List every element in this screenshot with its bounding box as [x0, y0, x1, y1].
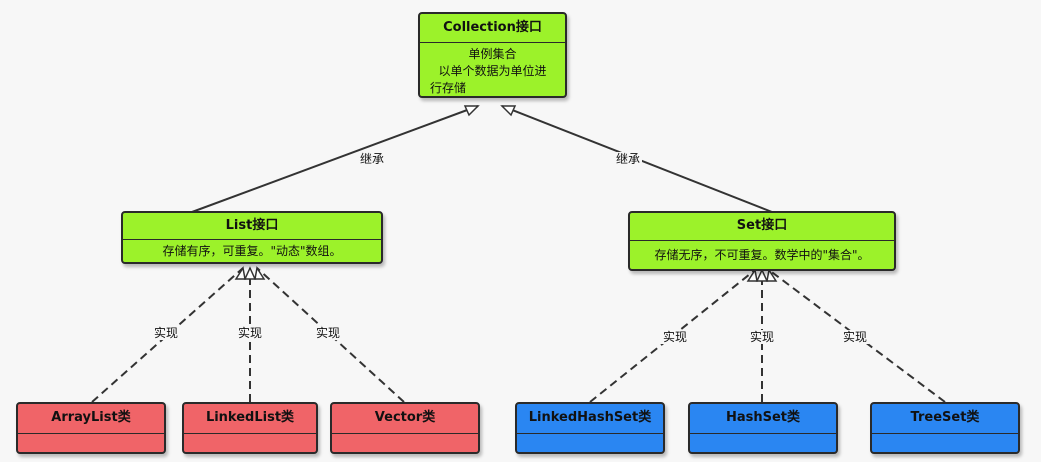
linkedlist-class-box: LinkedList类 [182, 402, 318, 454]
impl-arrowhead-hashset [755, 268, 769, 282]
collection-interface-desc: 单例集合 以单个数据为单位进 行存储 [420, 43, 565, 96]
treeset-class-title: TreeSet类 [872, 404, 1018, 434]
list-interface-box: List接口 存储有序，可重复。"动态"数组。 [121, 211, 383, 264]
inherit-line-list [191, 105, 479, 213]
impl-arrowhead-vector [254, 265, 266, 280]
impl-label-vector: 实现 [314, 326, 343, 340]
impl-line-vector [256, 267, 405, 403]
inherit-label-set: 继承 [614, 152, 643, 166]
impl-line-arraylist [91, 267, 244, 403]
inherit-arrowhead-set [500, 105, 517, 117]
list-interface-title: List接口 [123, 213, 381, 240]
impl-arrowhead-arraylist [234, 265, 246, 280]
vector-class-title: Vector类 [332, 404, 478, 434]
collection-interface-box: Collection接口 单例集合 以单个数据为单位进 行存储 [418, 12, 567, 98]
collection-desc-line: 以单个数据为单位进 [438, 64, 547, 78]
impl-arrowhead-linkedhashset [746, 267, 758, 282]
set-interface-title: Set接口 [630, 213, 894, 241]
impl-label-linkedlist: 实现 [236, 326, 265, 340]
inherit-arrowhead-list [463, 105, 480, 117]
vector-class-box: Vector类 [330, 402, 480, 454]
set-interface-box: Set接口 存储无序，不可重复。数学中的"集合"。 [628, 211, 896, 271]
inherit-label-list: 继承 [358, 152, 387, 166]
treeset-class-box: TreeSet类 [870, 402, 1020, 454]
impl-label-treeset: 实现 [841, 330, 870, 344]
list-interface-desc: 存储有序，可重复。"动态"数组。 [162, 244, 342, 258]
collection-desc-line: 单例集合 [468, 47, 517, 61]
collection-desc-line: 行存储 [430, 81, 467, 95]
impl-arrowhead-linkedlist [243, 266, 257, 280]
linkedhashset-class-box: LinkedHashSet类 [515, 402, 665, 454]
linkedhashset-class-title: LinkedHashSet类 [517, 404, 663, 434]
hashset-class-box: HashSet类 [688, 402, 838, 454]
impl-label-linkedhashset: 实现 [661, 330, 690, 344]
set-interface-desc: 存储无序，不可重复。数学中的"集合"。 [654, 248, 870, 262]
collection-interface-title: Collection接口 [420, 14, 565, 43]
impl-arrowhead-treeset [766, 267, 778, 282]
hashset-class-title: HashSet类 [690, 404, 836, 434]
linkedlist-class-title: LinkedList类 [184, 404, 316, 434]
arraylist-class-box: ArrayList类 [16, 402, 166, 454]
impl-label-hashset: 实现 [748, 330, 777, 344]
impl-label-arraylist: 实现 [152, 326, 181, 340]
arraylist-class-title: ArrayList类 [18, 404, 164, 434]
